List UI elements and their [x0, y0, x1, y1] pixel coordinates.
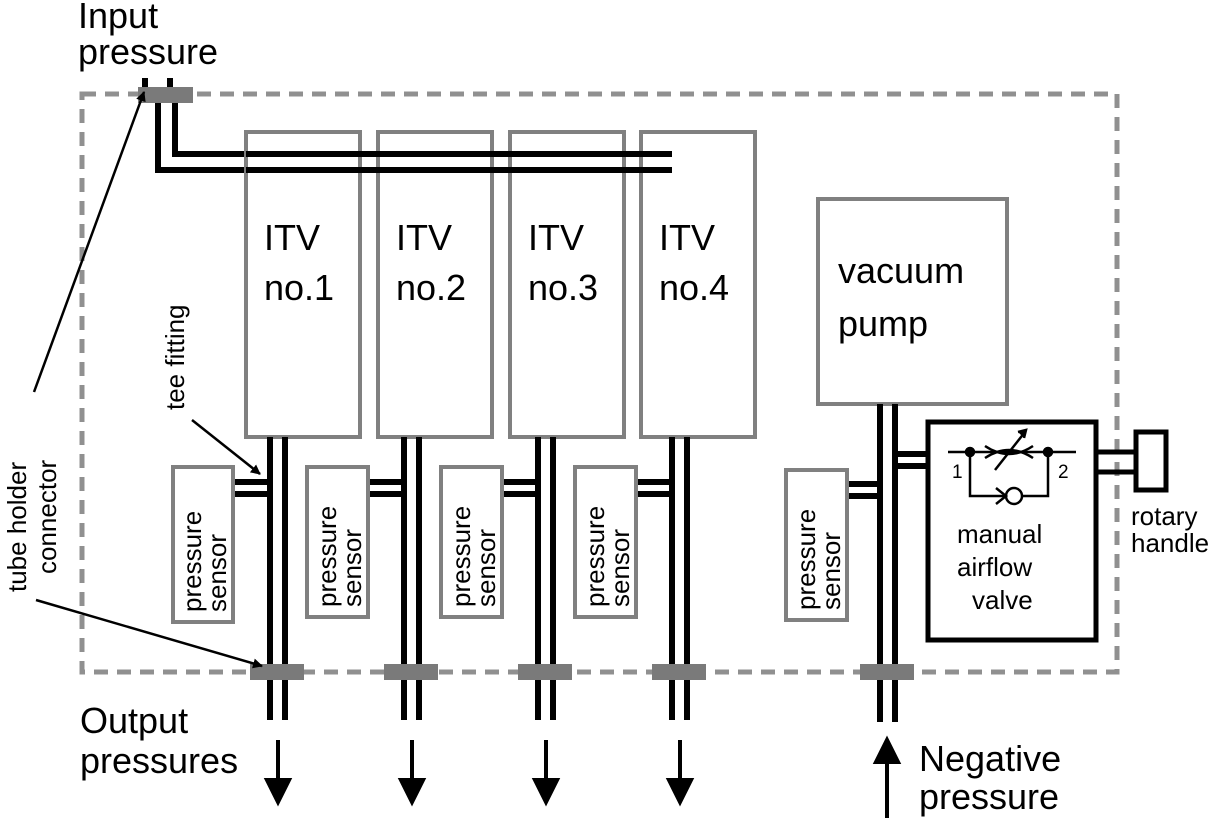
pressure-sensor-3: pressure sensor: [439, 465, 504, 619]
pressure-sensor-4: pressure sensor: [573, 465, 638, 619]
negative-pressure-label-line2: pressure: [919, 776, 1059, 817]
itv-unit-2: ITV no.2: [376, 130, 494, 439]
vacuum-pump: vacuum pump: [816, 197, 1009, 406]
pressure-sensor-1-line1: pressure: [177, 511, 207, 612]
tube-holder-connector-label-line2: connector: [32, 459, 62, 574]
itv-4-line2: no.4: [659, 267, 729, 308]
input-tube-connector: [138, 87, 193, 103]
itv-unit-3: ITV no.3: [508, 130, 626, 439]
input-pressure-label-line2: pressure: [78, 31, 218, 72]
valve-port-1: 1: [952, 462, 963, 483]
itv-1-line1: ITV: [264, 217, 320, 258]
itv-1-line2: no.1: [264, 267, 334, 308]
itv-3-line1: ITV: [528, 217, 584, 258]
rotary-handle-label-line1: rotary: [1131, 501, 1197, 531]
itv-unit-4: ITV no.4: [639, 130, 757, 439]
itv-2-line1: ITV: [396, 217, 452, 258]
vacuum-pump-line1: vacuum: [838, 250, 964, 291]
itv-3-line2: no.3: [528, 267, 598, 308]
annotation-leaders: [32, 91, 263, 669]
rotary-handle: [1096, 429, 1169, 493]
pressure-sensor-5: pressure sensor: [784, 468, 849, 622]
itv-2-line2: no.2: [396, 267, 466, 308]
pressure-sensor-5-line1: pressure: [791, 509, 821, 610]
pressure-sensor-2-line1: pressure: [312, 506, 342, 607]
output-pressures-label-line2: pressures: [80, 740, 238, 781]
pressure-sensor-3-line1: pressure: [446, 506, 476, 607]
itv-4-line1: ITV: [659, 217, 715, 258]
pressure-sensor-2: pressure sensor: [305, 465, 370, 619]
pressure-sensor-5-line2: sensor: [816, 532, 846, 610]
system-enclosure: [79, 91, 1120, 675]
pressure-sensor-1: pressure sensor: [171, 465, 235, 624]
valve-label-line3: valve: [972, 585, 1033, 615]
valve-port-2: 2: [1058, 462, 1069, 483]
pressure-sensor-1-line2: sensor: [202, 534, 232, 612]
negative-pressure-arrow: [872, 735, 902, 818]
output-arrows: [263, 740, 695, 807]
manual-airflow-valve: 1 2 manual airflow valve: [925, 419, 1099, 643]
valve-label-line1: manual: [957, 519, 1042, 549]
output-connectors: [250, 664, 914, 680]
vacuum-pump-line2: pump: [838, 303, 928, 344]
itv-unit-1: ITV no.1: [244, 130, 362, 439]
valve-label-line2: airflow: [957, 552, 1032, 582]
pressure-sensor-2-line2: sensor: [337, 529, 367, 607]
tee-fitting-label: tee fitting: [160, 304, 190, 410]
rotary-handle-label-line2: handle: [1131, 528, 1209, 558]
tube-holder-connector-label-line1: tube holder: [2, 462, 32, 592]
pressure-sensor-3-line2: sensor: [471, 529, 501, 607]
pressure-sensor-4-line1: pressure: [580, 506, 610, 607]
airflow-valve-symbol: [948, 428, 1076, 506]
output-pressures-label-line1: Output: [80, 700, 188, 741]
pressure-sensor-4-line2: sensor: [605, 529, 635, 607]
input-pressure-label-line1: Input: [78, 0, 158, 36]
negative-pressure-label-line1: Negative: [919, 738, 1061, 779]
